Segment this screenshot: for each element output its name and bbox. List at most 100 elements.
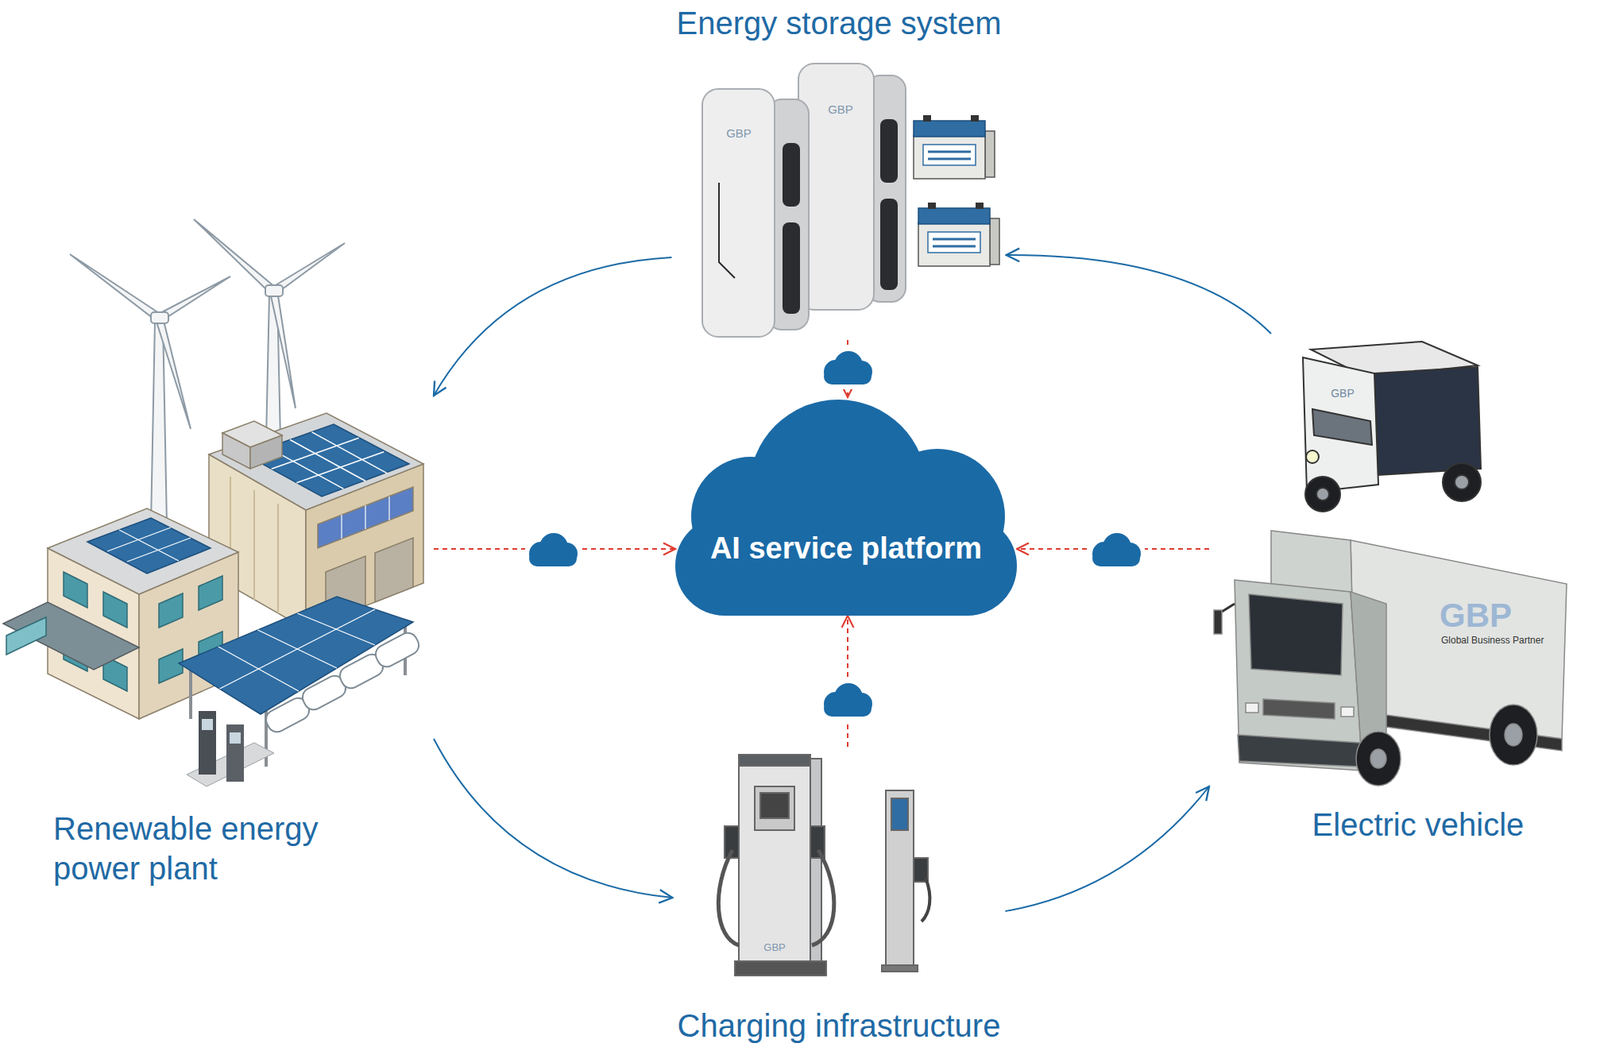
house-building bbox=[63, 571, 88, 608]
battery bbox=[932, 245, 976, 248]
battery bbox=[918, 208, 990, 225]
electric-truck bbox=[1489, 704, 1538, 766]
platform-title: AI service platform bbox=[710, 530, 982, 568]
mini-cloud bbox=[529, 533, 578, 567]
mini-cloud bbox=[1092, 533, 1141, 567]
storage-cabinet bbox=[718, 182, 735, 279]
electric-truck bbox=[1504, 723, 1523, 746]
node-label: Charging infrastructure bbox=[677, 1005, 1001, 1046]
electric-tuk-tuk bbox=[1302, 341, 1481, 512]
platform-cloud: AI service platform bbox=[675, 397, 1017, 616]
mini-cloud bbox=[529, 533, 578, 567]
storage-cabinet bbox=[880, 198, 898, 290]
wind-turbine bbox=[69, 254, 231, 525]
electric-truck bbox=[1213, 610, 1222, 634]
mini-cloud bbox=[1092, 533, 1141, 567]
mini-cloud bbox=[823, 683, 873, 717]
mini-cloud bbox=[823, 683, 873, 717]
wind-turbine bbox=[265, 285, 283, 297]
storage-cabinet bbox=[702, 88, 775, 337]
solar-carport bbox=[189, 665, 193, 719]
factory-building bbox=[364, 505, 366, 530]
battery bbox=[923, 115, 932, 122]
solar-carport bbox=[226, 724, 244, 782]
battery bbox=[975, 202, 984, 209]
house-building bbox=[87, 517, 211, 574]
house-building bbox=[158, 593, 183, 628]
factory-building bbox=[340, 514, 342, 539]
battery bbox=[918, 222, 990, 267]
house-building bbox=[6, 617, 47, 655]
electric-truck bbox=[1341, 707, 1354, 717]
factory-building bbox=[277, 503, 279, 614]
wind-turbine bbox=[193, 219, 276, 294]
wind-turbine bbox=[155, 317, 191, 429]
factory-building bbox=[312, 432, 388, 474]
node-label: Renewable energy power plant bbox=[53, 808, 387, 889]
battery bbox=[932, 238, 976, 241]
mini-cloud bbox=[823, 683, 873, 717]
logo-text: GBP bbox=[1330, 387, 1355, 400]
battery bbox=[918, 202, 1000, 267]
storage-cabinet bbox=[782, 222, 800, 314]
storage-cabinet bbox=[782, 142, 800, 207]
electric-truck bbox=[1248, 594, 1343, 676]
ac-charger bbox=[891, 798, 909, 831]
logo-text: GBP bbox=[726, 127, 752, 141]
solar-carport bbox=[178, 596, 414, 715]
solar-carport bbox=[218, 609, 375, 692]
dc-charger bbox=[734, 961, 827, 976]
cloud-shape bbox=[675, 516, 1017, 616]
factory-building bbox=[222, 432, 251, 469]
electric-truck bbox=[1263, 699, 1335, 719]
solar-carport bbox=[178, 596, 422, 787]
electric-tuk-tuk bbox=[1316, 487, 1330, 501]
dc-charger bbox=[738, 754, 811, 766]
storage-cabinet bbox=[702, 63, 906, 337]
house-building bbox=[103, 591, 128, 628]
electric-tuk-tuk bbox=[1302, 357, 1379, 493]
battery bbox=[913, 135, 986, 179]
battery bbox=[913, 115, 995, 179]
electric-tuk-tuk bbox=[1312, 409, 1372, 445]
electric-truck bbox=[1221, 603, 1235, 612]
ac-charger bbox=[881, 790, 930, 972]
factory-building bbox=[374, 537, 414, 603]
battery bbox=[927, 231, 981, 253]
mini-cloud bbox=[529, 533, 578, 567]
electric-tuk-tuk bbox=[1306, 450, 1319, 464]
electric-truck bbox=[1356, 731, 1401, 786]
node-label: Energy storage system bbox=[676, 3, 1001, 43]
house-building bbox=[127, 537, 191, 562]
dc-charger bbox=[811, 850, 835, 946]
house-building bbox=[3, 508, 239, 719]
mini-cloud bbox=[823, 351, 873, 385]
dc-charger bbox=[718, 850, 739, 946]
charging-node: Charging infrastructure bbox=[672, 746, 1006, 1049]
battery bbox=[970, 115, 979, 122]
ac-charger bbox=[885, 790, 914, 970]
dc-charger bbox=[738, 754, 811, 966]
factory-building bbox=[268, 432, 388, 490]
solar-carport bbox=[220, 609, 376, 689]
logo-text: Global Business Partner bbox=[1441, 635, 1544, 646]
battery bbox=[913, 120, 986, 137]
ac-charger bbox=[881, 965, 918, 972]
electric-truck bbox=[1370, 749, 1387, 769]
house-building bbox=[198, 575, 223, 611]
mini-cloud bbox=[823, 351, 873, 385]
flow-arrow bbox=[433, 257, 672, 396]
cloud-shape bbox=[675, 399, 1017, 616]
battery bbox=[927, 150, 971, 154]
electric-tuk-tuk bbox=[1305, 476, 1341, 512]
electric-tuk-tuk bbox=[1374, 367, 1481, 476]
flow-arrow bbox=[1006, 255, 1272, 334]
house-building bbox=[158, 649, 183, 684]
ac-charger bbox=[921, 877, 930, 922]
factory-building bbox=[388, 496, 390, 521]
wind-turbine bbox=[270, 290, 296, 409]
storage-cabinet bbox=[880, 119, 898, 183]
electric-truck bbox=[1245, 703, 1259, 713]
battery bbox=[989, 218, 1000, 265]
